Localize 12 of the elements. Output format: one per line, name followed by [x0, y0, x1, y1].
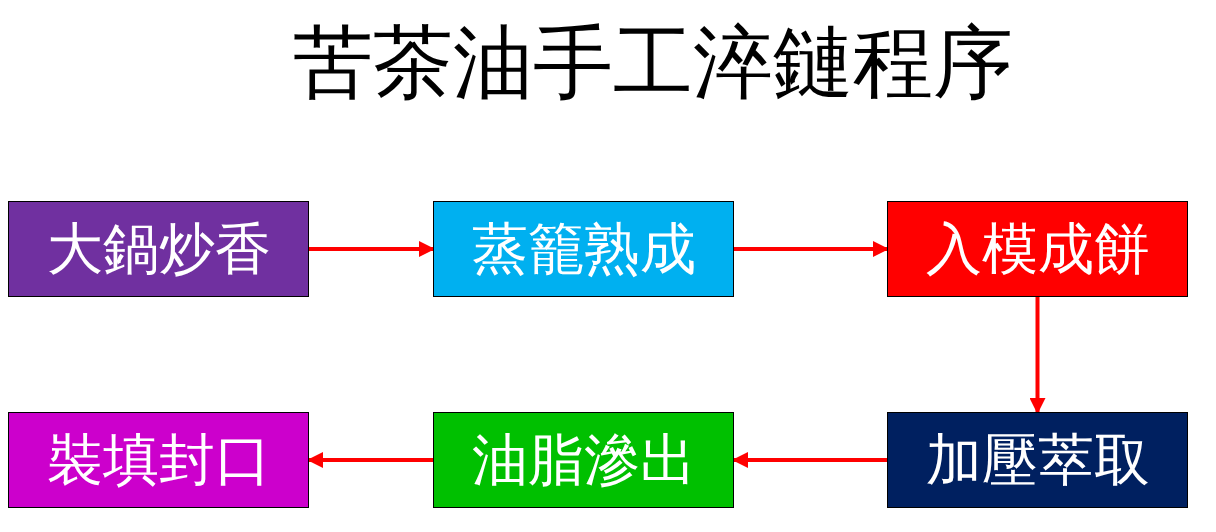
title: 苦茶油手工淬鏈程序 — [292, 15, 1014, 111]
process-box: 油脂滲出 — [433, 412, 734, 508]
arrow — [732, 452, 887, 468]
process-box: 蒸籠熟成 — [433, 201, 734, 297]
process-box: 大鍋炒香 — [8, 201, 309, 297]
arrow — [734, 241, 889, 257]
process-box: 入模成餅 — [887, 201, 1188, 297]
arrow — [309, 241, 435, 257]
arrow — [1029, 297, 1046, 414]
process-box: 加壓萃取 — [887, 412, 1188, 508]
process-box: 裝填封口 — [8, 412, 309, 508]
arrow — [307, 452, 433, 468]
